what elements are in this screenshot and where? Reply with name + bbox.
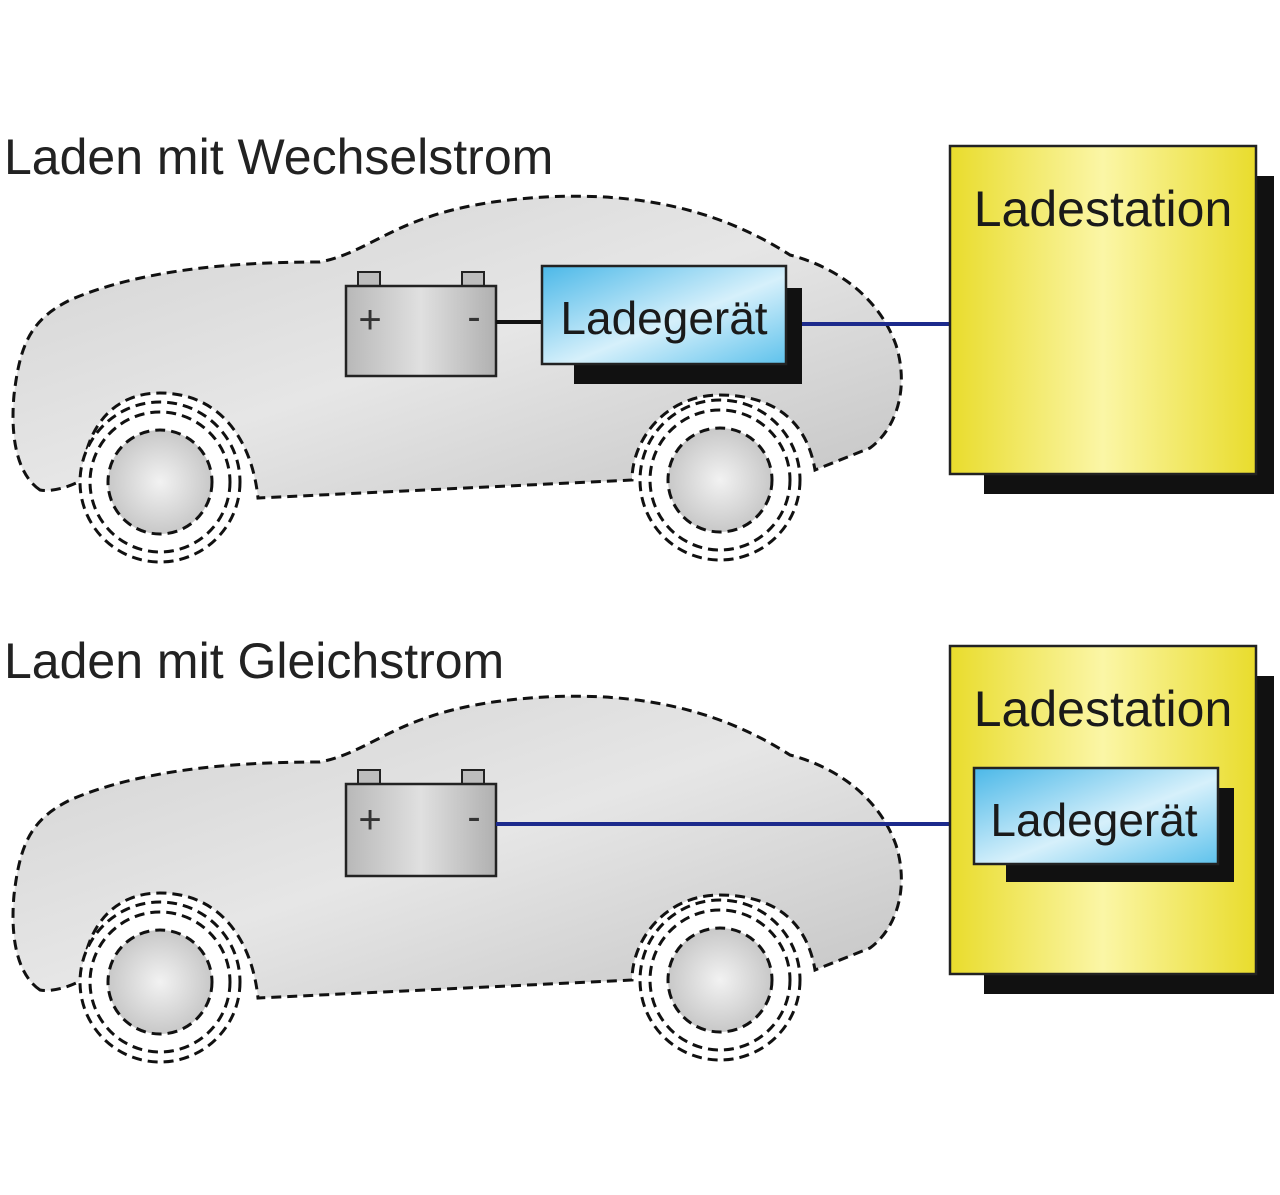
rear-wheel [78,900,242,1064]
rear-wheel [78,400,242,564]
station-charger: Ladegerät [972,766,1234,882]
charger-label: Ladegerät [990,794,1197,846]
charging-station: Ladestation Ladegerät [948,644,1274,994]
charger-label: Ladegerät [560,292,767,344]
panel-ac-charging: Laden mit Wechselstrom + - [4,129,1274,564]
station-label: Ladestation [974,181,1233,237]
battery: + - [344,271,498,378]
front-wheel [638,398,802,562]
battery-plus-label: + [358,298,381,342]
charging-station: Ladestation [948,144,1274,494]
charger-box [540,264,788,366]
station-label: Ladestation [974,681,1233,737]
panel-heading: Laden mit Wechselstrom [4,129,553,185]
car [11,694,903,1064]
charger-box [972,766,1220,866]
onboard-charger: Ladegerät [540,264,802,384]
battery-minus-label: - [467,795,480,839]
battery-plus-label: + [358,798,381,842]
battery: + - [344,769,498,878]
front-wheel [638,898,802,1062]
panel-heading: Laden mit Gleichstrom [4,633,504,689]
panel-dc-charging: Laden mit Gleichstrom + - [4,633,1274,1064]
battery-minus-label: - [467,295,480,339]
station-box [948,144,1258,476]
